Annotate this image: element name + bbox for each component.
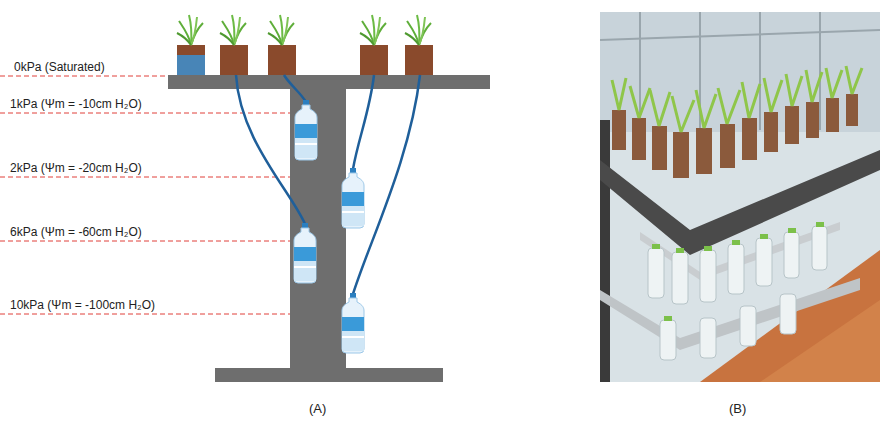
- pressure-label: 6kPa (Ψm = -60cm H₂O): [10, 225, 142, 239]
- pressure-label: 2kPa (Ψm = -20cm H₂O): [10, 161, 142, 175]
- stand: [168, 75, 490, 382]
- pressure-label: 0kPa (Saturated): [14, 60, 105, 74]
- tubes: [236, 75, 420, 294]
- panel-caption: (B): [729, 402, 746, 416]
- panel-caption: (A): [309, 402, 326, 416]
- pressure-label: 10kPa (Ψm = -100cm H₂O): [10, 298, 155, 312]
- pressure-label: 1kPa (Ψm = -10cm H₂O): [10, 97, 142, 111]
- pots: [177, 15, 433, 75]
- greenhouse-photo: [600, 12, 880, 382]
